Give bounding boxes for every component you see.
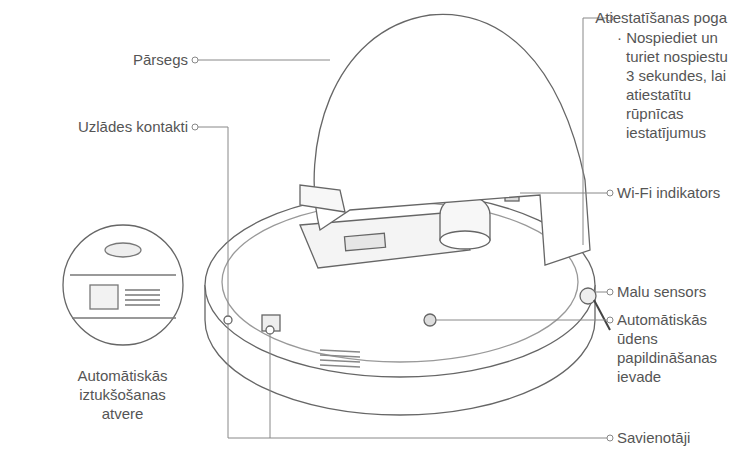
part-label: Uzlādes kontakti <box>78 117 188 136</box>
part-label: Automātiskās ūdens papildināšanas ievade <box>617 310 722 386</box>
note-text: · Nospiediet un turiet nospiestu 3 sekun… <box>617 28 731 142</box>
part-label: Savienotāji <box>617 428 690 447</box>
part-label: Automātiskās iztukšošanas atvere <box>60 366 185 423</box>
part-label: Wi-Fi indikators <box>617 183 720 202</box>
part-label: Pārsegs <box>133 50 188 69</box>
part-label: Malu sensors <box>617 282 706 301</box>
part-label: Atiestatīšanas poga <box>595 8 727 27</box>
